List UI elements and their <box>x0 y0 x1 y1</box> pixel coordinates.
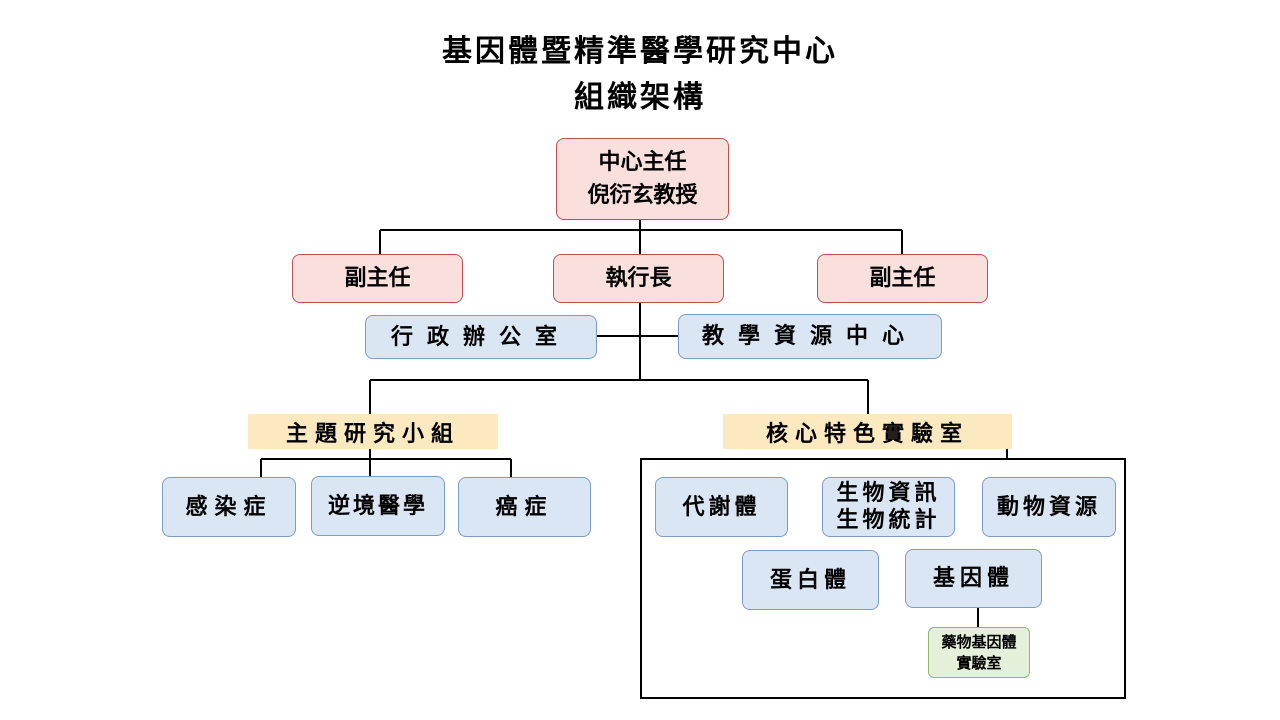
thematic-groups-label: 主題研究小組 <box>248 414 498 449</box>
lab-animal-resources: 動物資源 <box>982 477 1116 537</box>
page-title: 基因體暨精準醫學研究中心 <box>442 34 838 69</box>
group-infection: 感染症 <box>162 477 296 537</box>
teaching-center-box: 教學資源中心 <box>678 314 942 359</box>
core-labs-label: 核心特色實驗室 <box>723 414 1012 449</box>
core-labs-frame <box>640 458 1126 699</box>
lab-bioinformatics-line1: 生物資訊 <box>836 479 941 506</box>
deputy-director-right: 副主任 <box>817 254 988 303</box>
lab-proteomics: 蛋白體 <box>742 550 879 610</box>
group-cancer: 癌症 <box>458 477 591 537</box>
director-role: 中心主任 <box>598 149 687 175</box>
director-box: 中心主任 倪衍玄教授 <box>556 138 729 220</box>
admin-office-box: 行政辦公室 <box>365 315 597 359</box>
lab-genomics: 基因體 <box>905 549 1042 608</box>
lab-pharmacogenomics-line2: 實驗室 <box>956 653 1002 672</box>
deputy-director-left: 副主任 <box>292 254 463 303</box>
lab-metabolomics: 代謝體 <box>655 477 788 537</box>
lab-pharmacogenomics-line1: 藥物基因體 <box>941 632 1017 651</box>
ceo-box: 執行長 <box>553 254 724 303</box>
lab-bioinformatics-line2: 生物統計 <box>836 507 941 533</box>
group-stress-medicine: 逆境醫學 <box>311 476 445 536</box>
lab-bioinformatics: 生物資訊 生物統計 <box>822 477 955 537</box>
page-subtitle: 組織架構 <box>574 80 706 115</box>
lab-pharmacogenomics: 藥物基因體 實驗室 <box>928 627 1030 678</box>
director-name: 倪衍玄教授 <box>587 182 698 208</box>
